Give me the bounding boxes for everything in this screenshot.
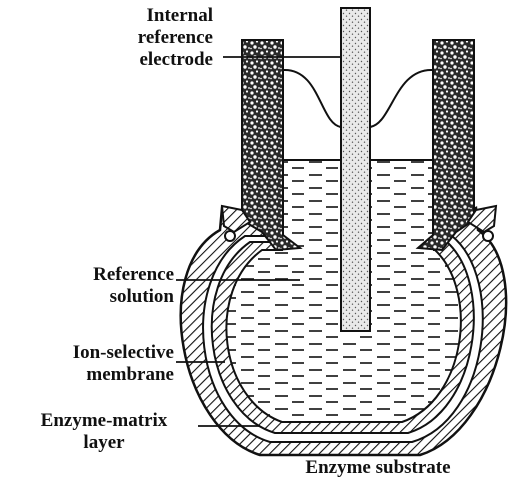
label-enzyme-substrate: Enzyme substrate xyxy=(258,457,498,479)
electrode-wire-right xyxy=(370,70,433,127)
label-enzyme-matrix-layer: Enzyme-matrix layer xyxy=(6,410,202,454)
label-reference-solution: Reference solution xyxy=(93,264,174,308)
electrode-wire-left xyxy=(283,70,341,127)
label-internal-reference-electrode: Internal reference electrode xyxy=(138,5,213,71)
label-ion-selective-membrane: Ion-selective membrane xyxy=(73,342,174,386)
left-seal-ring xyxy=(225,231,235,241)
right-seal-ring xyxy=(483,231,493,241)
internal-reference-electrode-rod xyxy=(341,8,370,331)
